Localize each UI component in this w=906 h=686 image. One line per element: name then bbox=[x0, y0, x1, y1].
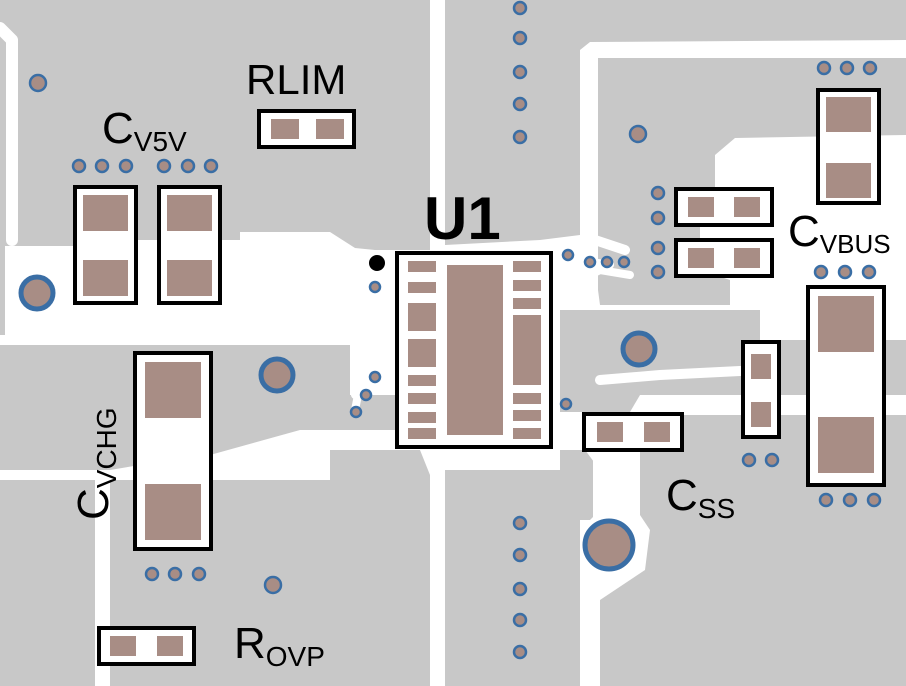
via bbox=[167, 566, 183, 582]
via bbox=[94, 158, 110, 174]
via bbox=[862, 60, 878, 76]
copper-pour-left-bottom bbox=[0, 480, 95, 686]
via bbox=[156, 158, 172, 174]
via bbox=[28, 73, 48, 93]
via bbox=[368, 370, 382, 384]
via bbox=[512, 581, 528, 597]
u1-package bbox=[369, 251, 553, 449]
rlim-resistor bbox=[257, 109, 356, 149]
via bbox=[359, 388, 373, 402]
via bbox=[842, 492, 858, 508]
copper-pour-css-region bbox=[560, 450, 600, 520]
small-capacitor-2 bbox=[674, 238, 774, 278]
via bbox=[861, 264, 877, 280]
via bbox=[144, 566, 160, 582]
via bbox=[813, 264, 829, 280]
u1-right-pins bbox=[513, 261, 541, 439]
via bbox=[816, 60, 832, 76]
cvbus-capacitor-large bbox=[806, 285, 886, 487]
vertical-resistor bbox=[741, 340, 781, 439]
via bbox=[71, 158, 87, 174]
via bbox=[839, 60, 855, 76]
small-capacitor-1 bbox=[674, 187, 774, 227]
via bbox=[512, 30, 528, 46]
via bbox=[349, 405, 363, 419]
css-capacitor bbox=[582, 412, 684, 452]
label-cv5v: CV5V bbox=[102, 104, 187, 157]
via bbox=[559, 397, 573, 411]
via bbox=[561, 248, 575, 262]
via bbox=[650, 240, 666, 256]
via bbox=[741, 452, 757, 468]
cvchg-capacitor bbox=[133, 351, 213, 551]
via bbox=[512, 644, 528, 660]
label-rovp: ROVP bbox=[234, 619, 325, 672]
via bbox=[512, 0, 528, 16]
via bbox=[866, 492, 882, 508]
label-rlim: RLIM bbox=[246, 56, 346, 103]
copper-pour-bottom-mid bbox=[445, 470, 580, 686]
label-css: CSS bbox=[666, 471, 735, 524]
via bbox=[203, 158, 219, 174]
via bbox=[650, 210, 666, 226]
via bbox=[650, 264, 666, 280]
via bbox=[180, 158, 196, 174]
cv5v-capacitor-left bbox=[73, 185, 138, 305]
via bbox=[191, 566, 207, 582]
via bbox=[600, 255, 614, 269]
via bbox=[582, 518, 636, 572]
via bbox=[258, 356, 296, 394]
via bbox=[368, 280, 382, 294]
label-u1: U1 bbox=[424, 185, 501, 252]
via bbox=[512, 96, 528, 112]
rovp-resistor bbox=[97, 626, 196, 666]
via bbox=[620, 330, 658, 368]
label-cvchg: CVCHG bbox=[69, 407, 122, 520]
via bbox=[18, 274, 56, 312]
via bbox=[583, 255, 597, 269]
via bbox=[628, 124, 648, 144]
component-labels: RLIM U1 CV5V CVBUS CSS ROVP CVCHG bbox=[69, 56, 891, 672]
via bbox=[617, 255, 631, 269]
via bbox=[512, 64, 528, 80]
via bbox=[512, 515, 528, 531]
via bbox=[837, 264, 853, 280]
via bbox=[512, 547, 528, 563]
via bbox=[650, 185, 666, 201]
u1-left-pins bbox=[408, 261, 436, 439]
via bbox=[818, 492, 834, 508]
via bbox=[512, 612, 528, 628]
u1-thermal-pad bbox=[447, 265, 503, 435]
u1-outline bbox=[395, 251, 553, 449]
traces bbox=[0, 0, 760, 686]
cvbus-capacitor-top bbox=[816, 88, 881, 205]
u1-pin1-marker bbox=[369, 255, 385, 271]
via bbox=[512, 129, 528, 145]
via bbox=[764, 452, 780, 468]
label-cvbus: CVBUS bbox=[788, 207, 891, 259]
via bbox=[263, 575, 283, 595]
cv5v-capacitor-right bbox=[157, 185, 222, 305]
via bbox=[118, 158, 134, 174]
copper-pour-top-mid bbox=[445, 0, 906, 245]
